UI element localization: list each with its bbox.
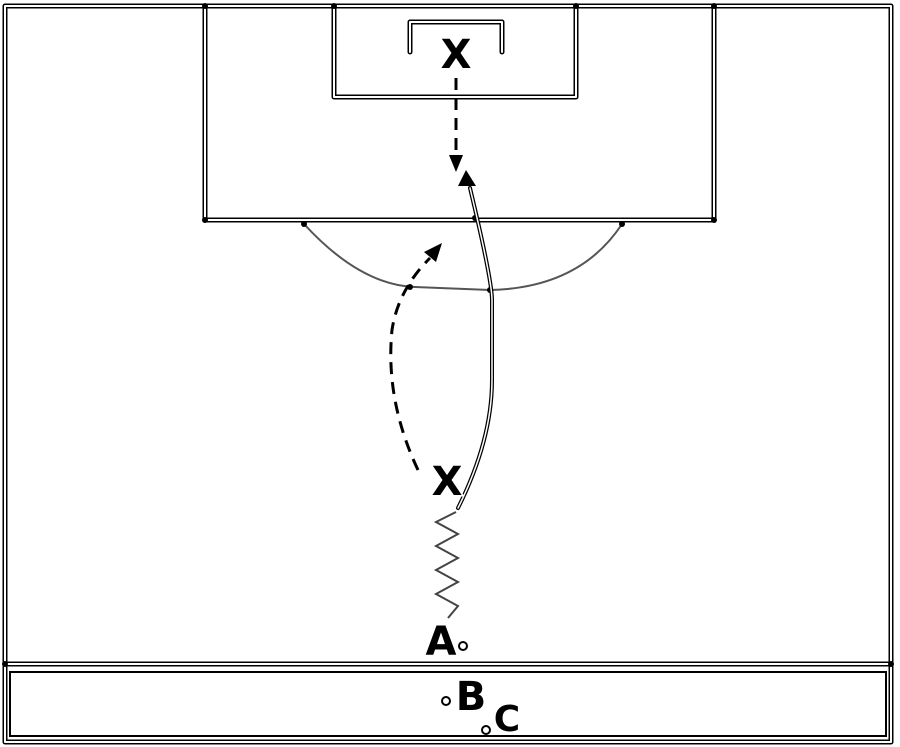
- goalkeeper-marker: X: [441, 32, 472, 78]
- goal-frame: [407, 19, 505, 55]
- teammate-b-marker: B: [441, 673, 488, 722]
- goalkeeper-movement-arrow: [449, 78, 463, 172]
- defender-run-arrow: [389, 243, 442, 471]
- attacker-a-marker: A: [424, 618, 468, 667]
- penalty-area: [202, 3, 717, 223]
- attacker-a-label: A: [426, 619, 457, 665]
- junction-dots: [2, 3, 894, 667]
- dribble-path: [433, 511, 461, 619]
- field-boundary: [2, 3, 894, 745]
- teammate-c-label: C: [494, 699, 520, 740]
- defender-marker: X: [432, 459, 463, 505]
- teammate-c-marker: C: [481, 698, 522, 742]
- goal-area: [331, 3, 579, 100]
- teammate-b-label: B: [456, 674, 487, 720]
- start-zone: [2, 661, 894, 737]
- penalty-arc: [303, 223, 623, 292]
- attacker-run-arrow: [456, 170, 494, 510]
